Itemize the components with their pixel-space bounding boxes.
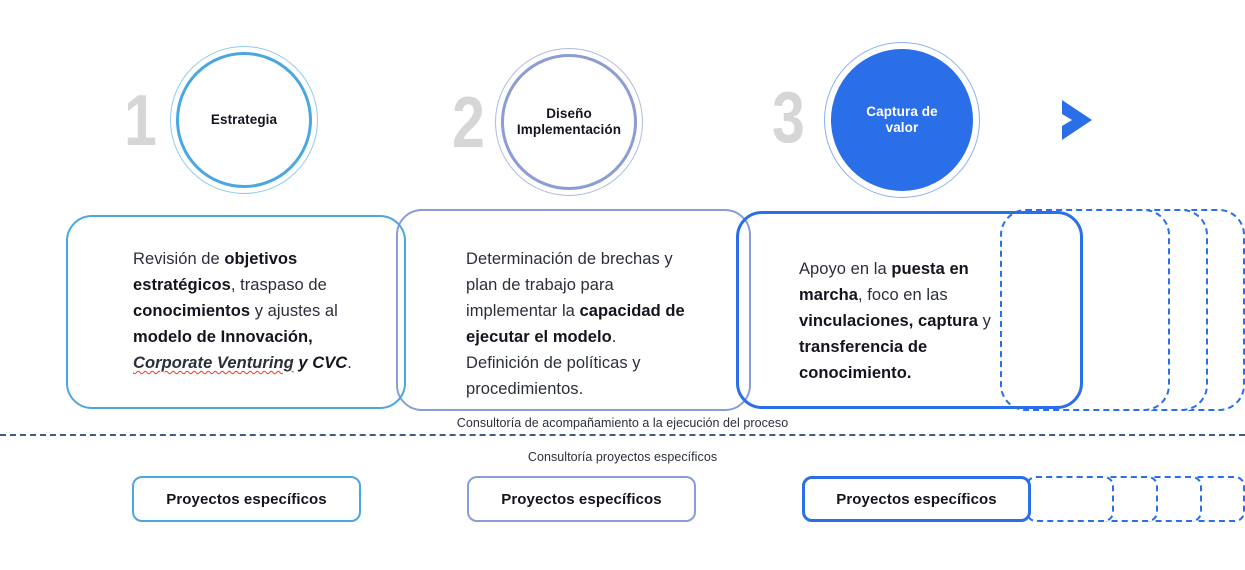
stage-circle-3-inner-ring: Captura de valor <box>831 49 973 191</box>
section-divider <box>0 434 1245 436</box>
stage-circle-2-inner-ring: Diseño Implementación <box>501 54 637 190</box>
stage-circle-3-outer-ring <box>824 42 980 198</box>
stage-circle-1[interactable]: Estrategia <box>170 46 318 194</box>
stage-card-1[interactable] <box>66 215 406 409</box>
pill-2-label: Proyectos específicos <box>501 490 662 508</box>
spellcheck-text: Corporate Venturing <box>133 354 294 372</box>
divider-label-below: Consultoría proyectos específicos <box>527 450 718 464</box>
stage-circle-2[interactable]: Diseño Implementación <box>495 48 643 196</box>
stage-circle-3-label-line-1: Captura de <box>866 104 938 119</box>
pill-proyectos-especificos-3[interactable]: Proyectos específicos <box>802 476 1031 522</box>
continuation-card-1 <box>1000 209 1170 411</box>
stage-numeral-1: 1 <box>124 81 157 161</box>
pill-3-label: Proyectos específicos <box>836 490 997 508</box>
stage-circle-3-label-line-2: valor <box>885 120 919 135</box>
stage-numeral-3: 3 <box>772 78 805 158</box>
stage-card-1-text: Revisión de objetivos estratégicos, tras… <box>133 250 352 372</box>
stage-circle-3-label: Captura de valor <box>866 104 938 136</box>
continuation-pill-1 <box>1026 476 1114 522</box>
stage-circle-2-label-line-1: Diseño <box>546 106 592 121</box>
stage-numeral-2: 2 <box>452 83 485 163</box>
stage-circle-2-label-line-2: Implementación <box>516 122 622 137</box>
stage-circle-1-label: Estrategia <box>210 112 278 127</box>
stage-card-3-text: Apoyo en la puesta en marcha, foco en la… <box>799 260 991 382</box>
chevron-right-icon <box>1058 96 1102 144</box>
stage-circle-1-outer-ring <box>170 46 318 194</box>
stage-circle-3[interactable]: Captura de valor <box>824 42 980 198</box>
divider-label-above: Consultoría de acompañamiento a la ejecu… <box>456 416 789 430</box>
stage-circle-2-label: Diseño Implementación <box>517 106 621 138</box>
stage-circle-2-outer-ring <box>495 48 643 196</box>
pill-1-label: Proyectos específicos <box>166 490 327 508</box>
pill-proyectos-especificos-2[interactable]: Proyectos específicos <box>467 476 696 522</box>
stage-card-2[interactable] <box>396 209 751 411</box>
stage-circle-1-inner-ring: Estrategia <box>176 52 312 188</box>
pill-proyectos-especificos-1[interactable]: Proyectos específicos <box>132 476 361 522</box>
stage-card-2-text: Determinación de brechas y plan de traba… <box>466 250 685 398</box>
stage-card-3[interactable] <box>736 211 1083 409</box>
